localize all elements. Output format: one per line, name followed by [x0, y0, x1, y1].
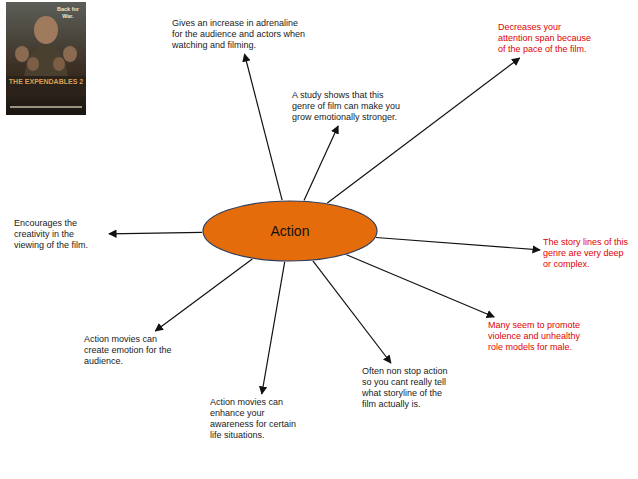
movie-poster [6, 2, 86, 115]
point-text: The story lines of this genre are very d… [543, 237, 631, 270]
arrow-connector [245, 54, 283, 200]
point-text: Often non stop action so you cant really… [362, 366, 458, 410]
point-label: The story lines of this genre are very d… [543, 237, 631, 270]
point-label: Encourages the creativity in the viewing… [14, 218, 106, 251]
arrow-connector [304, 126, 338, 200]
arrow-connector [347, 255, 495, 317]
point-text: Action movies can enhance your awareness… [210, 397, 305, 441]
arrow-connector [262, 262, 285, 394]
arrow-connector [155, 259, 252, 331]
point-text: Gives an increase in adrenaline for the … [172, 18, 307, 51]
poster-text: THE EXPENDABLES 2 [8, 78, 84, 86]
point-label: Decreases your attention span because of… [498, 22, 593, 55]
poster-text: Back for War. [54, 6, 82, 19]
point-label: Action movies can enhance your awareness… [210, 397, 305, 441]
point-label: Gives an increase in adrenaline for the … [172, 18, 307, 51]
topic-title: Action [271, 223, 310, 239]
point-text: Encourages the creativity in the viewing… [14, 218, 106, 251]
point-label: Action movies can create emotion for the… [84, 334, 174, 367]
point-text: Decreases your attention span because of… [498, 22, 593, 55]
point-text: Action movies can create emotion for the… [84, 334, 174, 367]
arrow-connector [327, 58, 519, 203]
point-text: Many seem to promote violence and unheal… [488, 320, 593, 353]
arrow-connector [109, 232, 202, 234]
point-text: A study shows that this genre of film ca… [292, 90, 402, 123]
point-label: Often non stop action so you cant really… [362, 366, 458, 410]
topic-ellipse: Action [202, 200, 378, 262]
arrow-connector [376, 238, 540, 250]
point-label: Many seem to promote violence and unheal… [488, 320, 593, 353]
point-label: A study shows that this genre of film ca… [292, 90, 402, 123]
arrow-connector [313, 261, 391, 363]
